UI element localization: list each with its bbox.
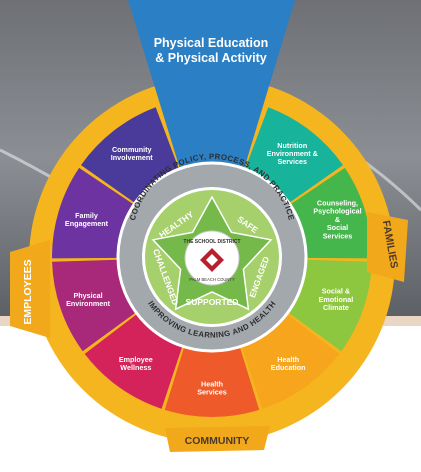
logo-bottom-text: PALM BEACH COUNTY	[189, 277, 235, 282]
wedge-label-line: Services	[197, 388, 227, 397]
families-banner: FAMILIES	[367, 212, 408, 282]
employees-banner: EMPLOYEES	[10, 240, 50, 338]
community-banner: COMMUNITY	[165, 426, 270, 452]
wedge-label-line: Wellness	[120, 363, 151, 372]
wedge-label-line: Family	[75, 211, 98, 220]
wedge-family-engagement	[51, 167, 134, 259]
logo-top-text: THE SCHOOL DISTRICT	[183, 239, 240, 245]
wedge-label-line: Nutrition	[277, 141, 307, 150]
wedge-label-line: Environment &	[267, 149, 318, 158]
wedge-employee-wellness	[84, 313, 183, 409]
wedge-label-line: Psychological	[313, 207, 361, 216]
wedge-label-line: Employee	[119, 355, 153, 364]
wedge-label-line: Counseling,	[317, 199, 358, 208]
wedge-label-line: Environment	[66, 299, 111, 308]
wedge-label-line: Physical	[73, 291, 102, 300]
wedge-label-line: Services	[323, 231, 353, 240]
pe-wedge	[128, 0, 295, 169]
wedge-label-line: Climate	[323, 303, 349, 312]
wedge-social	[287, 259, 372, 352]
wedge-label-line: Engagement	[65, 219, 109, 228]
wedge-label-line: Involvement	[111, 153, 154, 162]
wedge-community-involvement	[81, 107, 179, 204]
wedge-health-education	[241, 313, 340, 409]
wedge-counseling	[290, 167, 372, 259]
pe-title-line2: & Physical Activity	[155, 51, 266, 65]
employees-label: EMPLOYEES	[22, 259, 34, 324]
community-label: COMMUNITY	[185, 435, 250, 447]
wedge-physical-environment	[52, 259, 137, 352]
wedge-label-line: Health	[201, 379, 223, 388]
wedge-label-line: Education	[271, 363, 306, 372]
wedge-label-line: Health	[277, 355, 299, 364]
wedge-label-line: Social	[327, 223, 348, 232]
wedge-nutrition	[245, 107, 343, 204]
wedge-health-services	[164, 346, 260, 418]
logo-mark-inner	[206, 254, 218, 266]
wedge-label-line: Social &	[322, 287, 350, 296]
wedge-label-line: Emotional	[319, 295, 354, 304]
pe-title-line1: Physical Education	[154, 36, 269, 50]
star-label-supported: SUPPORTED	[186, 297, 239, 307]
wedge-label-line: &	[335, 215, 340, 224]
wedge-label-line: Community	[112, 145, 152, 154]
wedge-label-line: Services	[277, 157, 307, 166]
